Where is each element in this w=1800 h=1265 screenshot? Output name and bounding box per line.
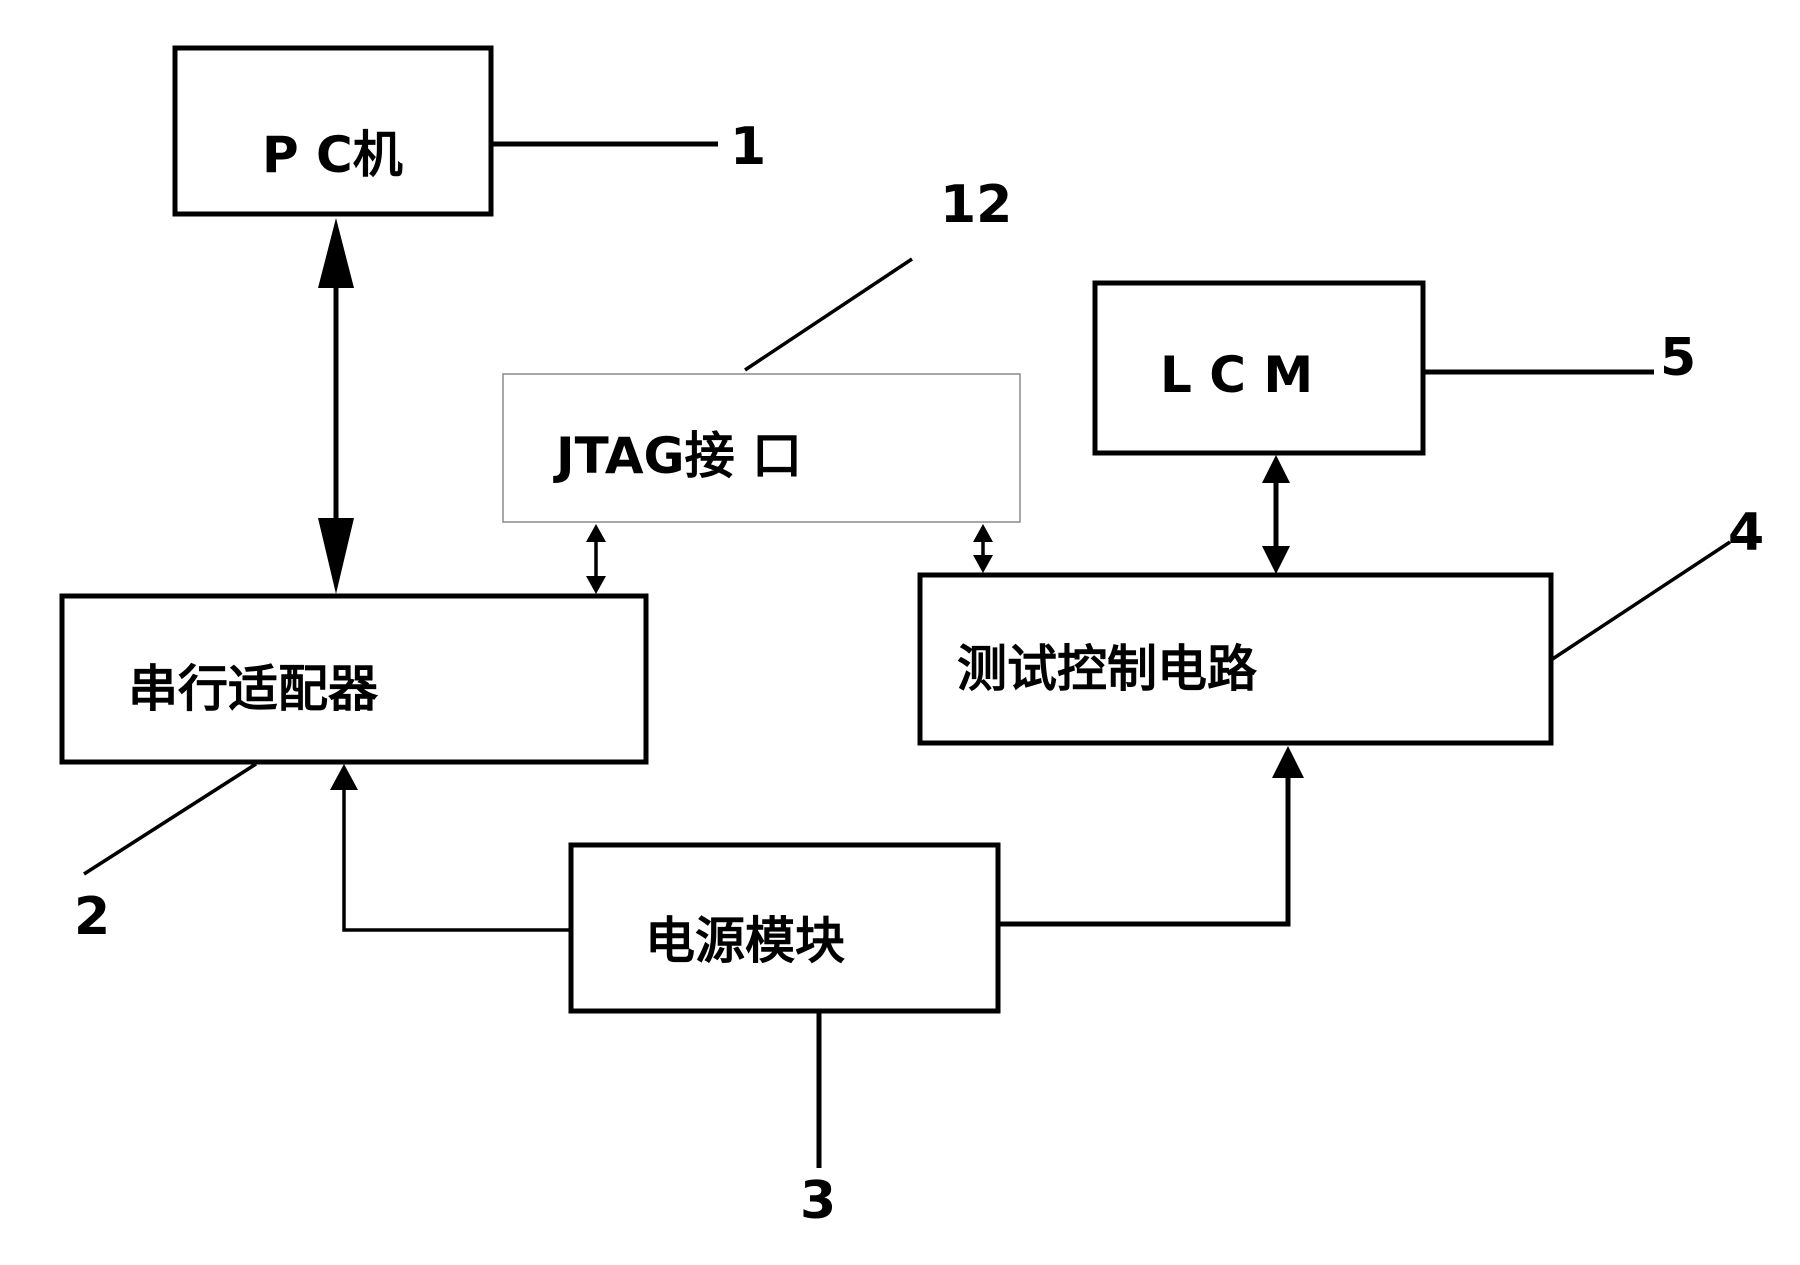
leader-line-4 bbox=[1550, 540, 1731, 662]
pc-block: P C机 bbox=[172, 45, 494, 217]
pc-serial-link bbox=[318, 218, 354, 594]
power-serial-link bbox=[330, 764, 571, 932]
arrowhead-down bbox=[973, 555, 993, 573]
power-module-block: 电源模块 bbox=[568, 842, 1001, 1014]
arrowhead-down bbox=[1262, 546, 1290, 574]
arrowhead-down bbox=[318, 518, 354, 594]
jtag-block: JTAG接 口 bbox=[502, 373, 1021, 523]
lcm-label: L C M bbox=[1160, 346, 1313, 404]
arrowhead-down bbox=[586, 576, 606, 594]
leader-line-2 bbox=[83, 762, 257, 876]
arrowhead-up bbox=[330, 764, 358, 790]
ref-number-2: 2 bbox=[74, 887, 110, 947]
pc-label: P C机 bbox=[262, 126, 403, 184]
test-control-block: 测试控制电路 bbox=[917, 572, 1554, 746]
lcm-testcontrol-link bbox=[1262, 455, 1290, 574]
arrowhead-up bbox=[586, 524, 606, 542]
serial-adapter-label: 串行适配器 bbox=[128, 660, 379, 718]
ref-number-12: 12 bbox=[940, 175, 1012, 235]
ref-number-5: 5 bbox=[1660, 328, 1696, 388]
leader-line-12 bbox=[744, 257, 913, 372]
jtag-label: JTAG接 口 bbox=[553, 427, 802, 485]
ref-number-4: 4 bbox=[1728, 503, 1764, 563]
ref-number-1: 1 bbox=[730, 117, 766, 177]
lcm-block: L C M bbox=[1092, 280, 1426, 456]
jtag-serial-link bbox=[586, 524, 606, 594]
arrowhead-up bbox=[973, 524, 993, 542]
jtag-testcontrol-link bbox=[973, 524, 993, 573]
serial-adapter-block: 串行适配器 bbox=[59, 593, 649, 765]
ref-number-3: 3 bbox=[800, 1171, 836, 1231]
arrowhead-up bbox=[318, 218, 354, 288]
power-module-label: 电源模块 bbox=[645, 912, 845, 970]
power-testcontrol-link bbox=[998, 746, 1304, 927]
arrowhead-up bbox=[1272, 746, 1304, 778]
test-control-label: 测试控制电路 bbox=[957, 640, 1258, 698]
arrowhead-up bbox=[1262, 455, 1290, 483]
